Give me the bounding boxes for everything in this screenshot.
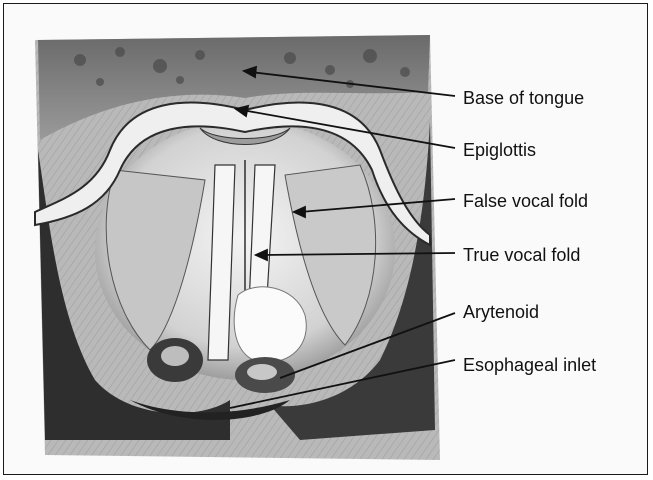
label-arytenoid: Arytenoid (463, 302, 539, 322)
label-epiglottis: Epiglottis (463, 140, 536, 160)
label-false-vocal-fold: False vocal fold (463, 191, 588, 211)
label-true-vocal-fold: True vocal fold (463, 245, 580, 265)
label-base-of-tongue: Base of tongue (463, 88, 584, 108)
arytenoid-left-highlight (161, 346, 189, 366)
label-esophageal-inlet: Esophageal inlet (463, 355, 596, 375)
labels: Base of tongue Epiglottis False vocal fo… (463, 88, 596, 375)
arytenoid-right-highlight (247, 364, 277, 380)
